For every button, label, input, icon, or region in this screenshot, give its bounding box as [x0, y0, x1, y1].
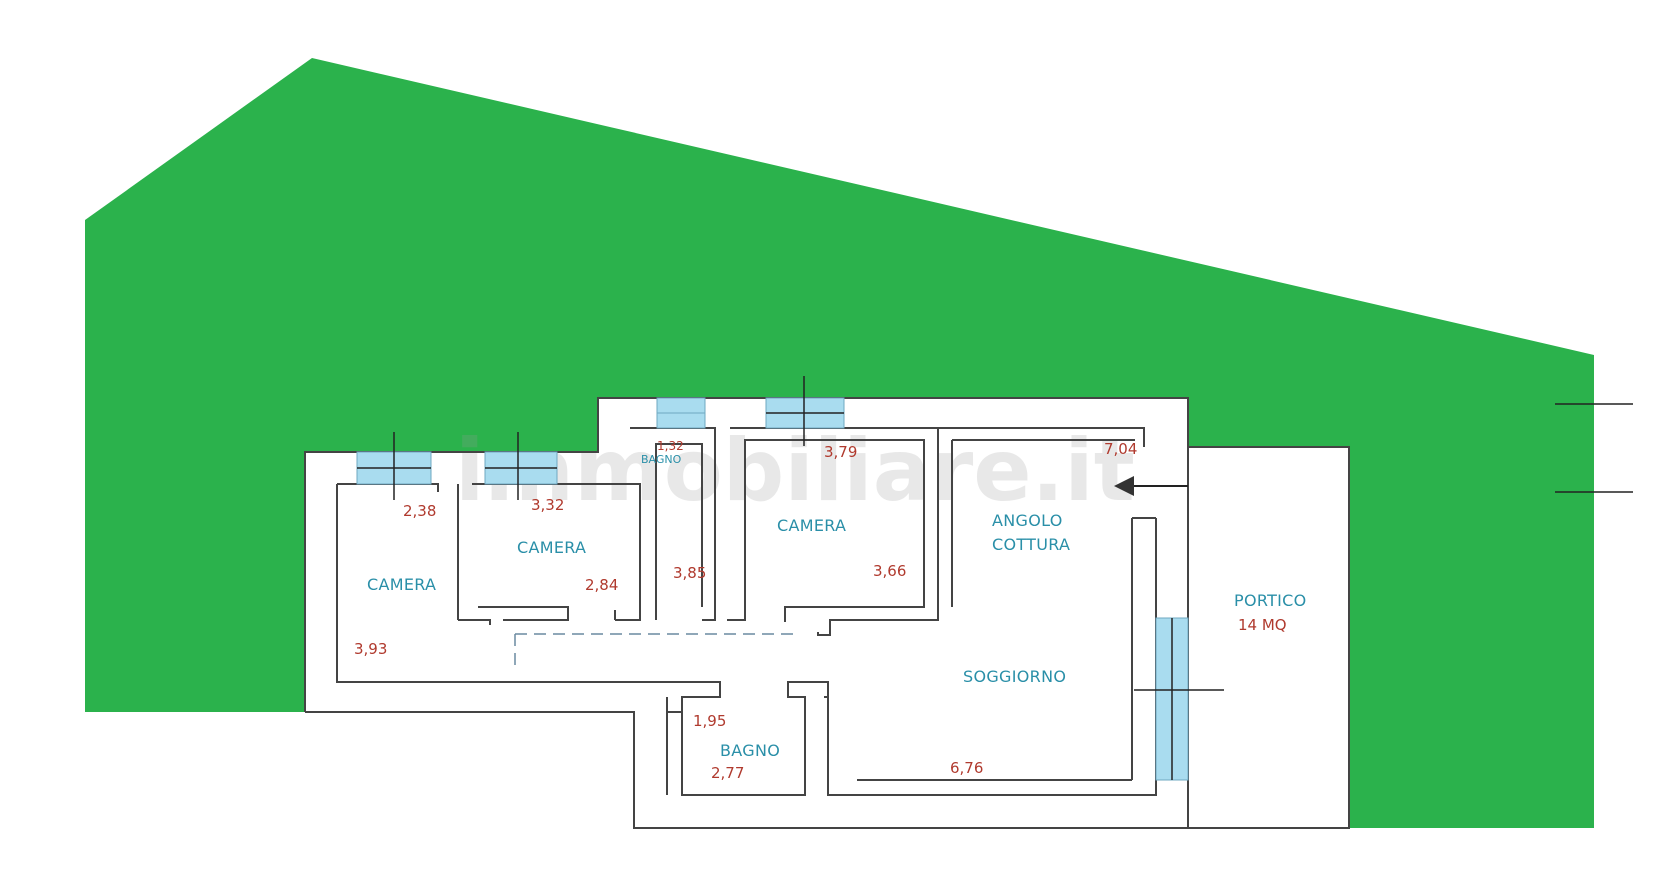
dim-bagno-bottom-h: 1,95 — [693, 712, 726, 730]
room-label-bagno-small: BAGNO — [641, 453, 682, 466]
dim-camera-left-h: 3,93 — [354, 640, 387, 658]
dim-camera-mid-w: 3,32 — [531, 496, 564, 514]
room-label-camera-right: CAMERA — [777, 516, 846, 535]
room-label-portico-1: PORTICO — [1234, 591, 1307, 610]
dim-camera-right-h: 3,66 — [873, 562, 906, 580]
dim-soggiorno-w: 6,76 — [950, 759, 983, 777]
room-label-soggiorno: SOGGIORNO — [963, 667, 1066, 686]
room-label-angolo-2: COTTURA — [992, 535, 1070, 554]
watermark: immobiliare.it — [455, 421, 1135, 521]
room-label-portico-2: 14 MQ — [1238, 616, 1287, 634]
dim-camera-right-w: 3,79 — [824, 443, 857, 461]
dim-camera-mid-h: 2,84 — [585, 576, 618, 594]
dim-angolo-w: 7,04 — [1104, 440, 1137, 458]
room-label-angolo-1: ANGOLO — [992, 511, 1063, 530]
arrow-left-icon — [1114, 476, 1188, 496]
site-boundary-ticks — [1555, 403, 1633, 493]
dim-camera-left-w: 2,38 — [403, 502, 436, 520]
dim-bagno-small-w: 1,32 — [657, 439, 684, 453]
room-label-bagno-bottom: BAGNO — [720, 741, 780, 760]
dim-bagno-small-h: 3,85 — [673, 564, 706, 582]
garden-area — [85, 58, 1594, 828]
room-label-camera-mid: CAMERA — [517, 538, 586, 557]
dim-bagno-bottom-w: 2,77 — [711, 764, 744, 782]
room-label-camera-left: CAMERA — [367, 575, 436, 594]
window-cross-marks — [357, 376, 1224, 780]
